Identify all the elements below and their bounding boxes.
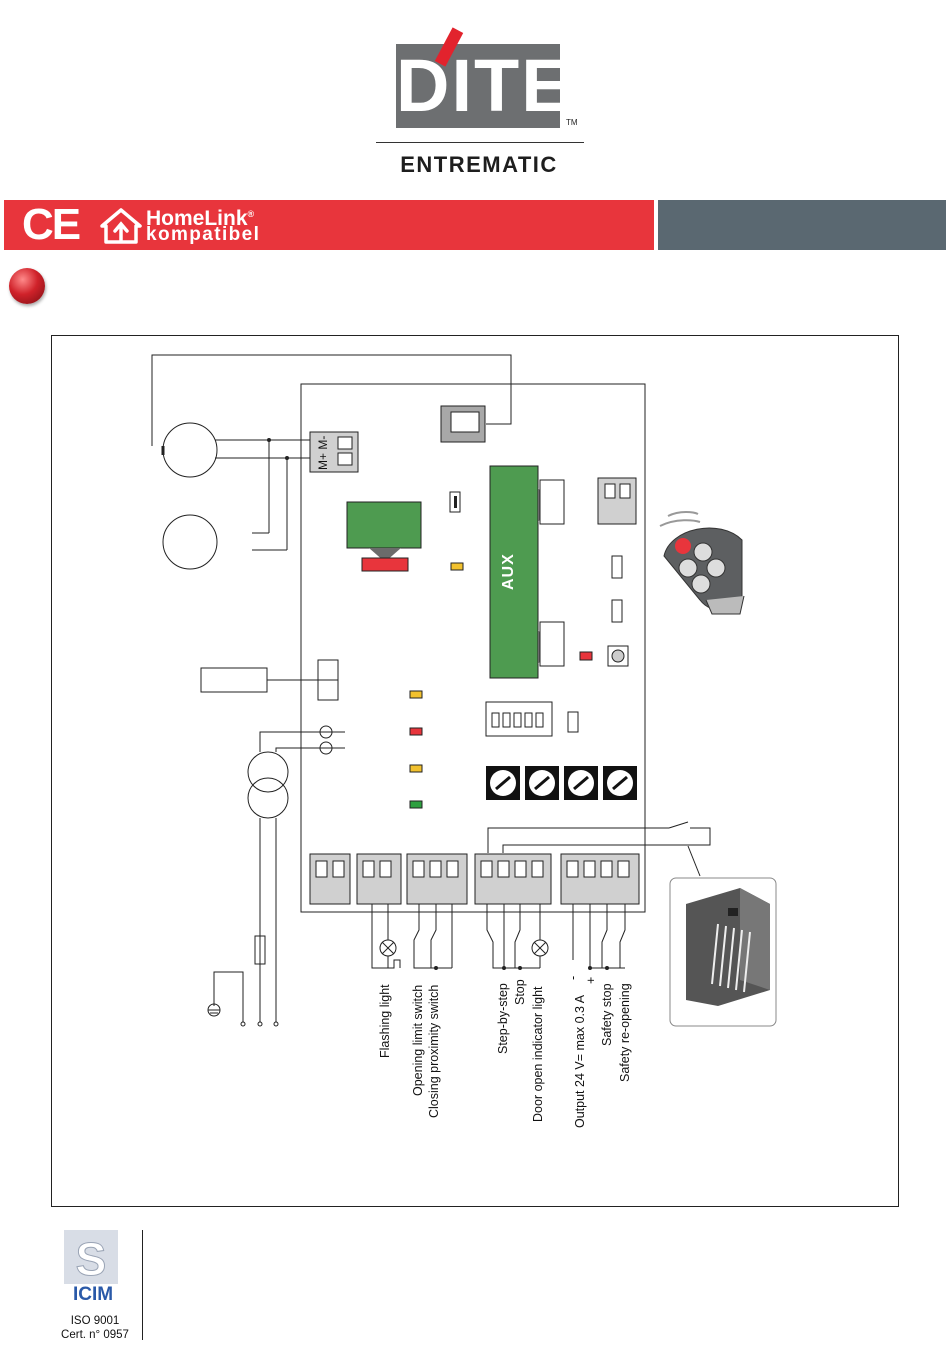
iso-certification: ISO 9001 Cert. n° 0957	[60, 1314, 130, 1342]
transformer-coil-2	[248, 778, 288, 818]
motor-terminal-label: M+ M-	[316, 436, 330, 470]
footer-divider	[142, 1230, 143, 1340]
icim-label: ICIM	[64, 1284, 122, 1306]
icim-s-logo: S	[64, 1230, 118, 1285]
svg-text:S: S	[76, 1233, 107, 1285]
led-red	[410, 728, 422, 735]
cert-number: Cert. n° 0957	[60, 1328, 130, 1342]
external-module-box	[201, 668, 267, 692]
iso-standard: ISO 9001	[60, 1314, 130, 1328]
led-yellow-2	[410, 765, 422, 772]
label-stop: Stop	[513, 979, 527, 1005]
transformer-coil-1	[248, 752, 288, 792]
label-closing-proximity-switch: Closing proximity switch	[427, 985, 441, 1118]
motor-2-icon	[163, 515, 217, 569]
label-step-by-step: Step-by-step	[496, 983, 510, 1054]
label-output-24v: Output 24 V= max 0.3 A	[573, 995, 587, 1128]
radio-module	[347, 502, 421, 548]
motor-1-icon	[163, 423, 217, 477]
trimmer-group	[486, 766, 637, 800]
label-flashing-light: Flashing light	[378, 984, 392, 1058]
label-opening-limit-switch: Opening limit switch	[411, 985, 425, 1096]
accessory-box-icon	[670, 846, 776, 1026]
remote-control-icon	[660, 512, 744, 614]
label-plus: +	[584, 977, 598, 984]
label-safety-stop: Safety stop	[600, 983, 614, 1046]
label-door-open-indicator: Door open indicator light	[531, 987, 545, 1123]
label-minus: -	[566, 976, 580, 980]
aux-label: AUX	[500, 553, 518, 590]
led-green	[410, 801, 422, 808]
led-yellow-1	[410, 691, 422, 698]
label-safety-reopening: Safety re-opening	[618, 983, 632, 1082]
